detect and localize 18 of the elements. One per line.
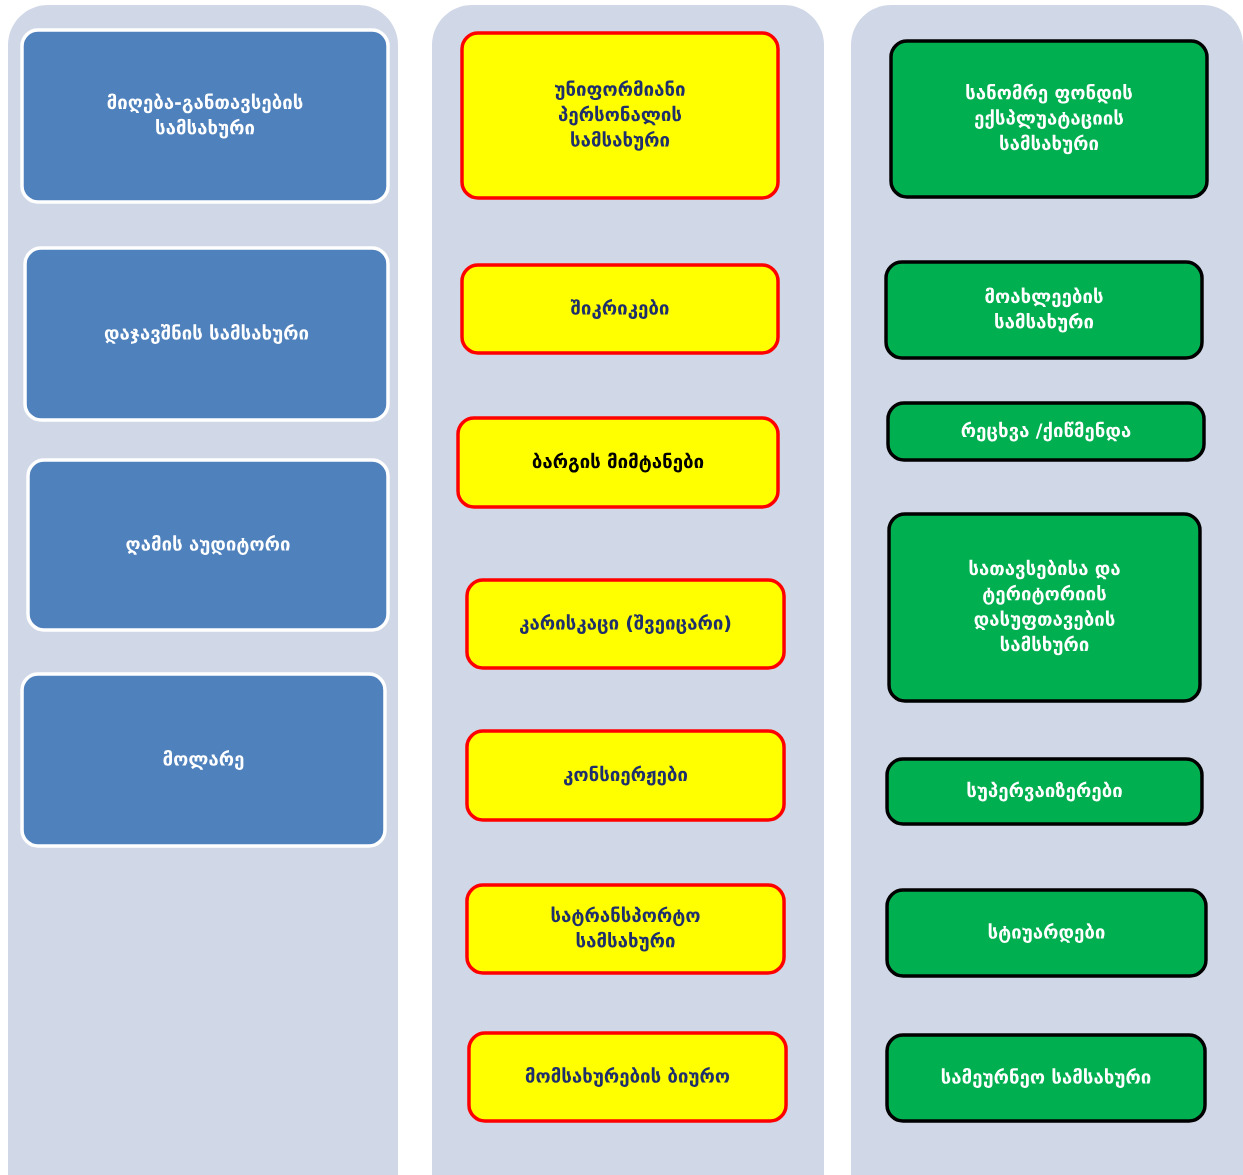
- department-box: სამეურნეო სამსახური: [885, 1033, 1207, 1123]
- department-box: დაჯავშნის სამსახური: [23, 246, 390, 422]
- department-box: მომსახურების ბიურო: [467, 1031, 788, 1123]
- department-box: კონსიერჟები: [465, 729, 786, 822]
- department-box: უნიფორმიანი პერსონალის სამსახური: [460, 31, 780, 200]
- department-box: სათავსებისა და ტერიტორიის დასუფთავების სამსხური: [887, 512, 1202, 703]
- department-box: მოახლეების სამსახური: [884, 260, 1204, 360]
- department-box: მოლარე: [20, 672, 387, 848]
- department-box: კარისკაცი (შვეიცარი): [465, 578, 786, 670]
- department-box: რეცხვა /ქიწმენდა: [886, 401, 1206, 462]
- department-box: სტიუარდები: [885, 888, 1208, 978]
- department-box: მიღება-განთავსების სამსახური: [20, 28, 390, 204]
- department-box: შიკრიკები: [460, 263, 780, 355]
- department-box: სანომრე ფონდის ექსპლუატაციის სამსახური: [889, 39, 1209, 199]
- department-box: ღამის აუდიტორი: [26, 458, 390, 632]
- department-box: სატრანსპორტო სამსახური: [465, 883, 786, 975]
- department-box: სუპერვაიზერები: [885, 757, 1204, 826]
- department-box: ბარგის მიმტანები: [456, 416, 780, 509]
